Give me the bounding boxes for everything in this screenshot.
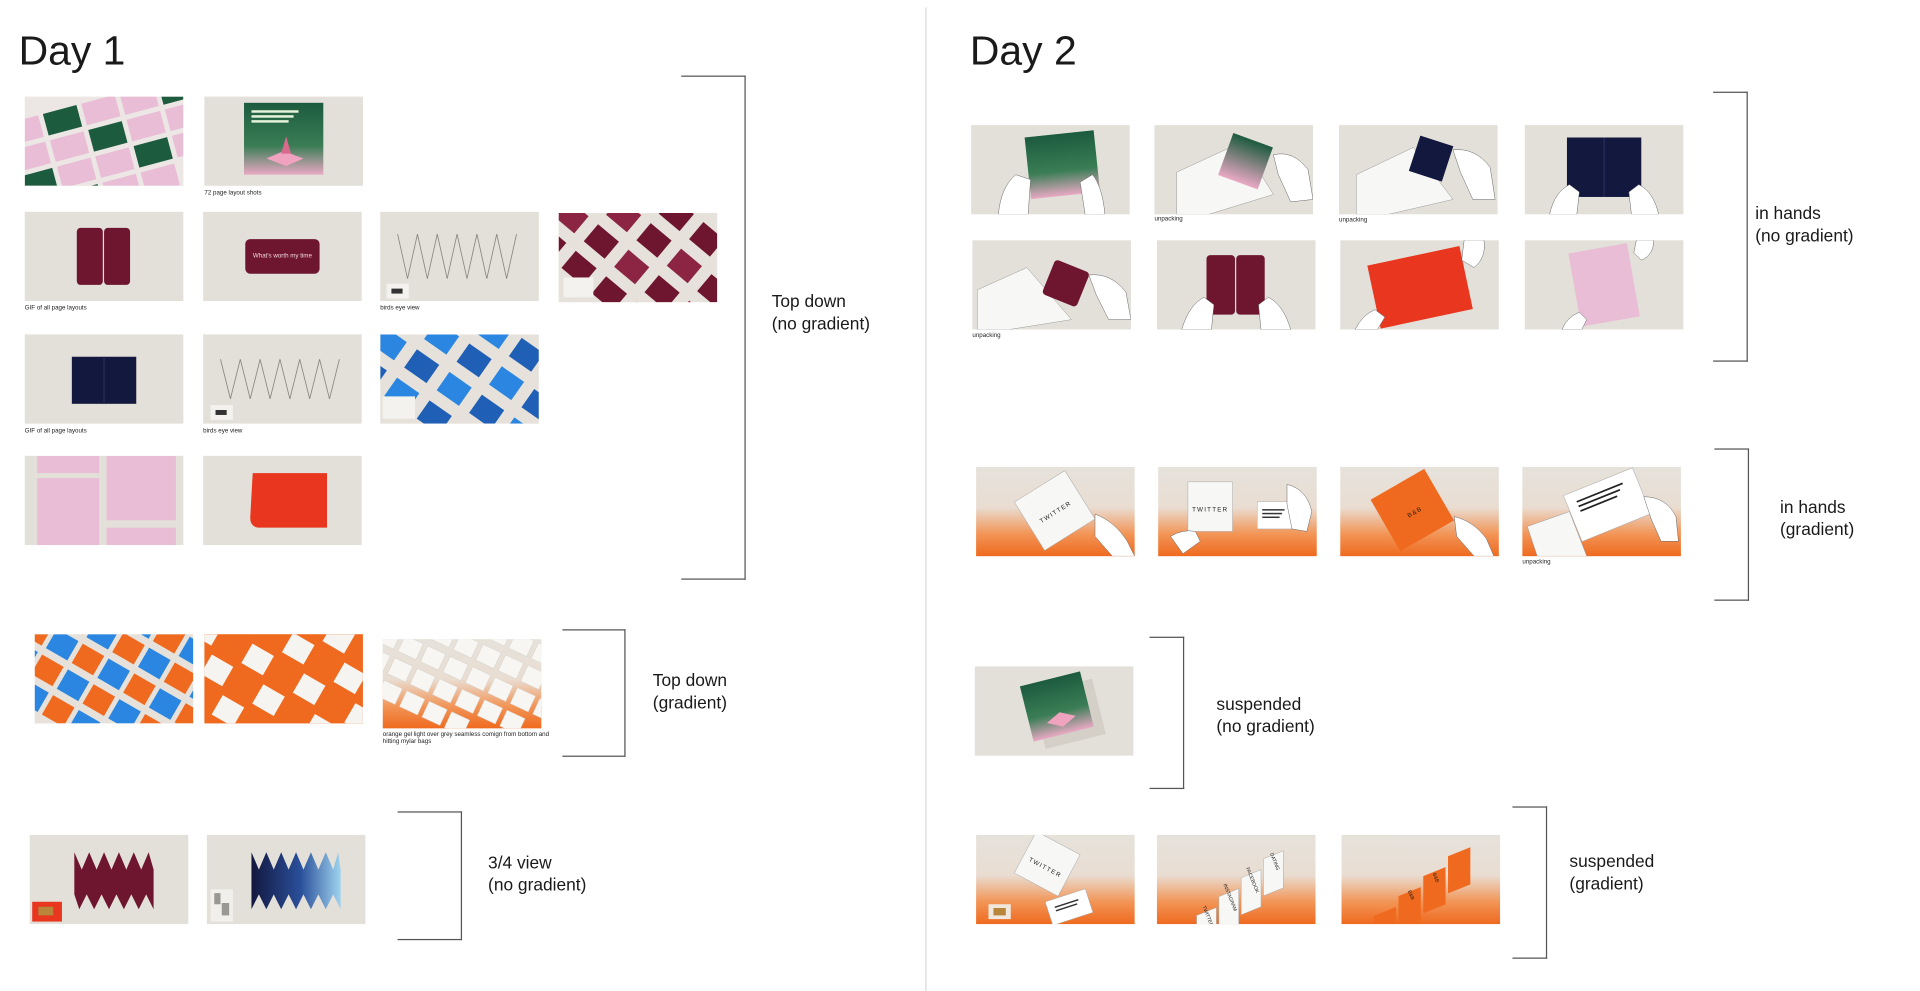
card-text: What's worth my time	[252, 252, 312, 261]
caption-gif-layouts-1: GIF of all page layouts	[24, 304, 87, 313]
label-top-down-gradient: Top down(gradient)	[652, 670, 728, 713]
caption-unpacking-4: unpacking	[1522, 558, 1551, 567]
thumb-suspended-cover[interactable]	[974, 666, 1134, 756]
thumb-maroon-booklet[interactable]	[24, 211, 184, 302]
thumb-hands-unpacking-green[interactable]	[1154, 125, 1314, 215]
thumb-hands-unpacking-maroon[interactable]	[972, 240, 1131, 330]
thumb-hands-cover[interactable]	[971, 125, 1130, 215]
bag-label-bnb-2: B&B	[1406, 889, 1416, 901]
bracket-top-down	[681, 75, 746, 580]
thumb-hands-gradient-twitter-card[interactable]: TWITTER	[1158, 466, 1317, 557]
thumb-pink-pages[interactable]	[24, 455, 184, 546]
thumb-birds-eye-2[interactable]	[203, 334, 362, 424]
caption-unpacking-3: unpacking	[972, 331, 1001, 340]
caption-gif-layouts-2: GIF of all page layouts	[24, 427, 87, 435]
label-suspended: suspended(no gradient)	[1216, 693, 1315, 736]
thumb-maroon-zigzag[interactable]	[29, 834, 189, 925]
bracket-in-hands	[1713, 91, 1748, 362]
thumb-hands-red-sheet[interactable]	[1340, 240, 1499, 330]
bracket-top-down-gradient	[562, 629, 626, 757]
thumb-navy-gradient-zigzag[interactable]	[206, 834, 366, 925]
thumb-suspended-gradient-orange-bags[interactable]: B&B B&B	[1341, 834, 1501, 925]
label-three-quarter: 3/4 view(no gradient)	[488, 852, 587, 895]
caption-unpacking-1: unpacking	[1154, 215, 1183, 223]
label-in-hands: in hands(no gradient)	[1755, 203, 1854, 246]
label-suspended-gradient: suspended(gradient)	[1569, 850, 1655, 894]
bracket-in-hands-gradient	[1714, 448, 1750, 601]
day-1-title: Day 1	[18, 27, 126, 74]
thumb-hands-unpacking-navy[interactable]	[1339, 125, 1498, 215]
thumb-hands-gradient-orange-bag[interactable]: B&B	[1340, 466, 1499, 557]
bracket-suspended	[1149, 636, 1185, 790]
thumb-cover-page[interactable]	[204, 96, 363, 186]
thumb-blue-pattern[interactable]	[380, 334, 539, 424]
day-divider	[925, 7, 927, 991]
label-top-down: Top down(no gradient)	[771, 291, 871, 334]
caption-layout-shots: 72 page layout shots	[204, 189, 262, 197]
thumb-hands-maroon-booklet[interactable]	[1156, 240, 1316, 330]
thumb-maroon-pattern[interactable]	[558, 213, 718, 303]
thumb-navy-booklet[interactable]	[24, 334, 184, 424]
caption-birds-eye-2: birds eye view	[203, 427, 243, 435]
thumb-layout-grid[interactable]	[24, 96, 184, 186]
day-2-title: Day 2	[969, 27, 1077, 74]
thumb-suspended-gradient-white-bags[interactable]: TWITTER INSTAGRAM FACEBOOK DATING	[1156, 834, 1316, 925]
bag-label-bnb-3: B&B	[1431, 872, 1441, 884]
caption-birds-eye-1: birds eye view	[380, 304, 420, 313]
bag-label-twitter-2: TWITTER	[1192, 507, 1228, 514]
label-in-hands-gradient: in hands(gradient)	[1780, 496, 1855, 539]
thumb-maroon-card[interactable]: What's worth my time	[203, 211, 362, 302]
thumb-hands-navy-open[interactable]	[1524, 125, 1684, 215]
bracket-three-quarter	[397, 811, 463, 941]
thumb-gradient-blue-orange[interactable]	[34, 634, 194, 724]
bracket-suspended-gradient	[1512, 806, 1548, 959]
thumb-gradient-white-bags[interactable]	[382, 639, 542, 729]
thumb-birds-eye-1[interactable]	[380, 211, 539, 302]
thumb-red-sheet[interactable]	[203, 455, 362, 546]
thumb-hands-gradient-twitter[interactable]: TWITTER	[976, 466, 1135, 557]
caption-orange-gel: orange gel light over grey seamless comi…	[382, 730, 550, 746]
caption-unpacking-2: unpacking	[1339, 216, 1368, 225]
thumb-hands-gradient-unpacking[interactable]	[1522, 466, 1681, 557]
thumb-gradient-white-orange[interactable]	[204, 634, 363, 724]
thumb-hands-pink-sheet[interactable]	[1524, 240, 1684, 330]
thumb-suspended-gradient-twitter[interactable]: TWITTER	[976, 834, 1135, 925]
